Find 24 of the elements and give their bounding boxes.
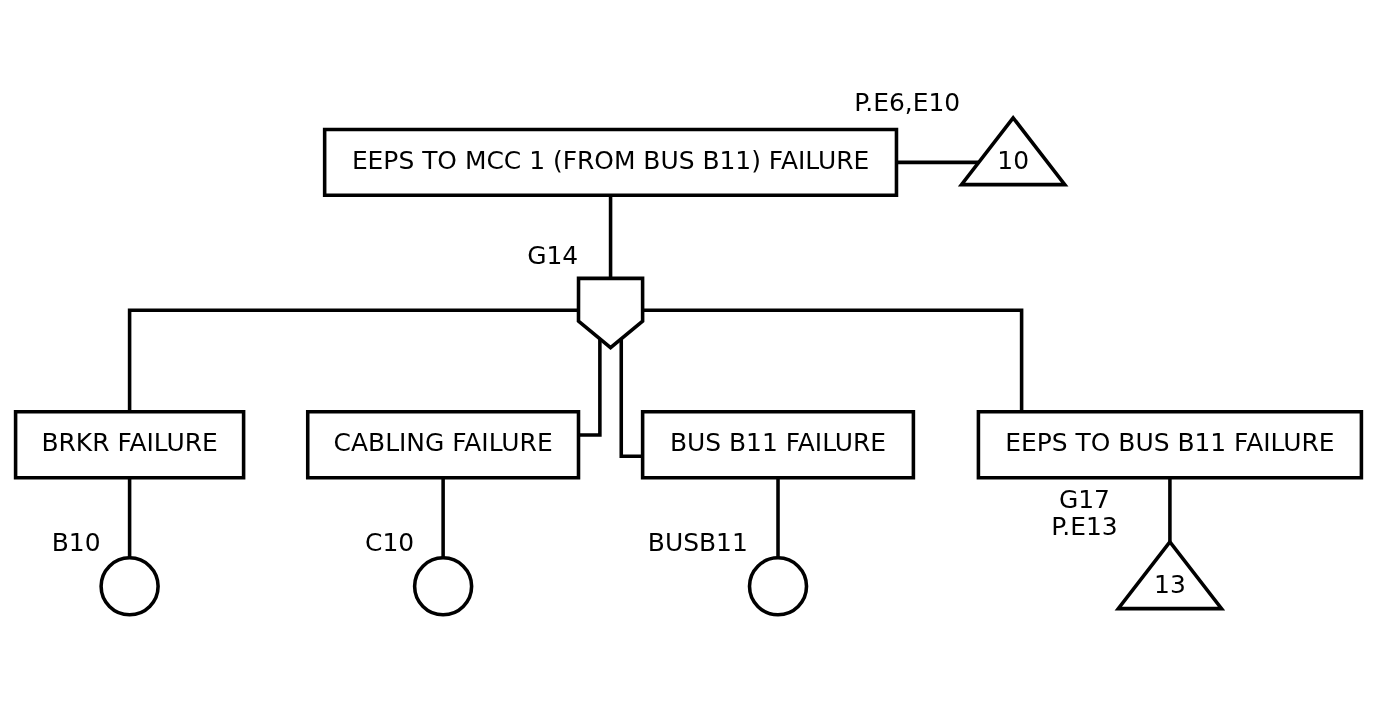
node-label: G14: [527, 240, 579, 270]
connector: [776, 477, 780, 558]
node-box: EEPS TO BUS B11 FAILURE: [976, 409, 1364, 479]
node-label: C10: [365, 527, 415, 557]
node-circle: [99, 555, 160, 617]
node-label: P.E6,E10: [854, 87, 961, 117]
connector: [441, 477, 445, 558]
node-label: P.E13: [1051, 511, 1118, 541]
node-gate: [576, 276, 645, 350]
node-box: BRKR FAILURE: [13, 409, 246, 479]
node-label: BUSB11: [647, 527, 748, 557]
node-box: CABLING FAILURE: [305, 409, 581, 479]
node-circle: [412, 555, 474, 617]
connector: [642, 307, 1024, 411]
connector: [608, 195, 613, 278]
connector: [127, 307, 579, 411]
node-box: EEPS TO MCC 1 (FROM BUS B11) FAILURE: [322, 127, 899, 197]
node-label: B10: [51, 527, 101, 557]
connector: [1168, 477, 1172, 542]
connector: [127, 477, 132, 558]
node-label: G17: [1058, 484, 1110, 514]
connector: [896, 160, 979, 164]
node-box: BUS B11 FAILURE: [640, 409, 916, 479]
node-circle: [747, 555, 809, 617]
